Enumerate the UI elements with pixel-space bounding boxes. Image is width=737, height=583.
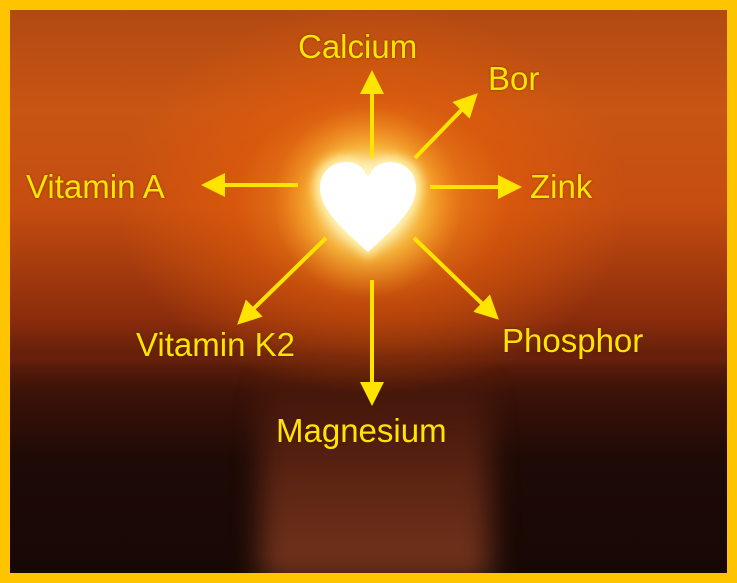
arrow-vitamin-k2 <box>240 238 326 322</box>
label-phosphor: Phosphor <box>502 324 643 357</box>
arrow-phosphor <box>414 238 496 317</box>
nutrient-diagram <box>10 10 727 573</box>
label-zink: Zink <box>530 170 592 203</box>
label-bor: Bor <box>488 62 539 95</box>
label-vitamin-k2: Vitamin K2 <box>136 328 295 361</box>
label-vitamin-a: Vitamin A <box>26 170 165 203</box>
sunset-scene: Calcium Bor Zink Phosphor Magnesium Vita… <box>10 10 727 573</box>
label-magnesium: Magnesium <box>276 414 447 447</box>
label-calcium: Calcium <box>298 30 417 63</box>
